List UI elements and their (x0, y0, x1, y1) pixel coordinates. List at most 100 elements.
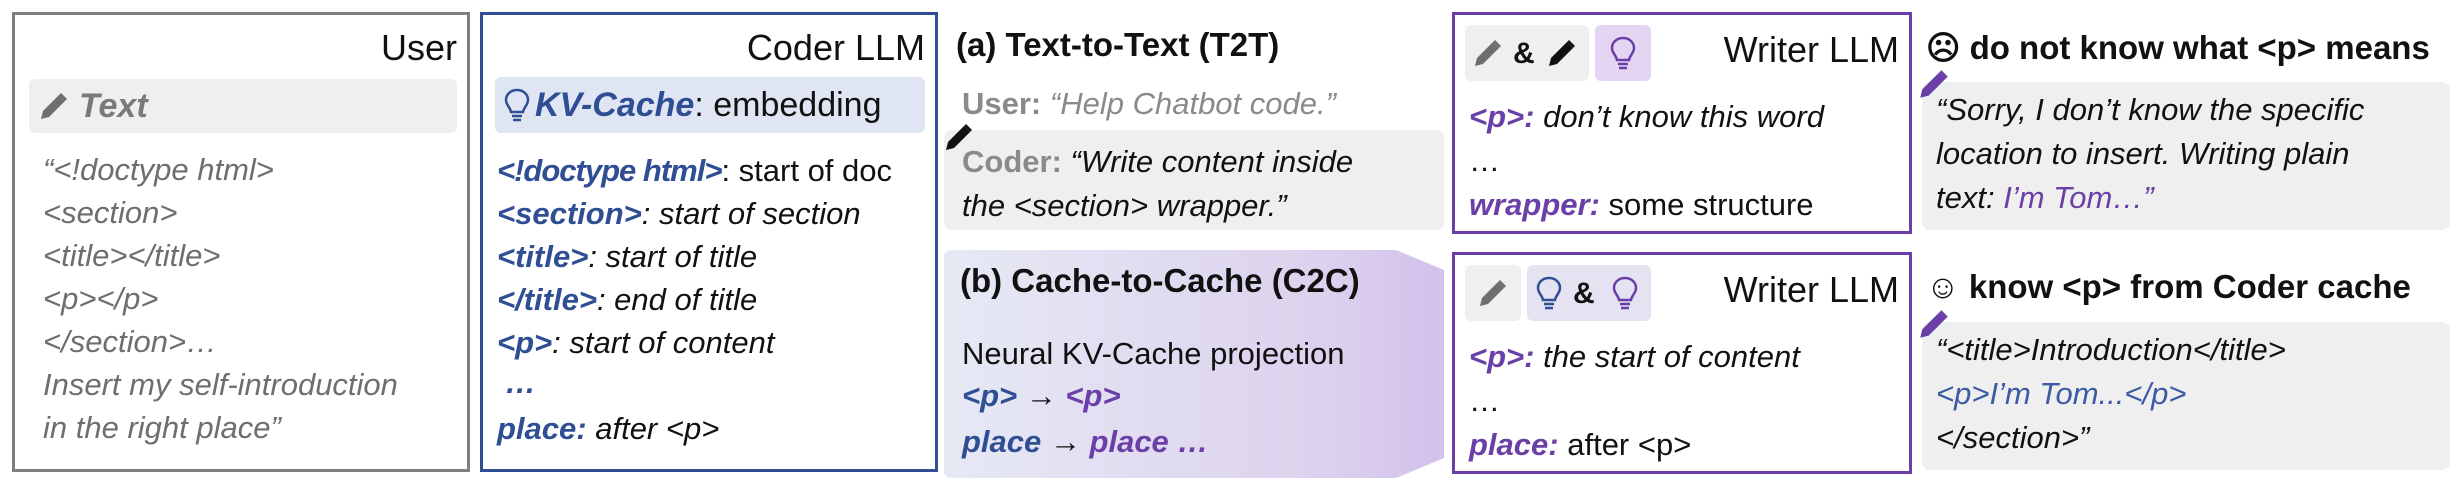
lightbulb-icon (503, 87, 531, 123)
pencil-icon (942, 120, 976, 154)
pencil-icon (1545, 36, 1579, 70)
user-panel-title: User (380, 27, 457, 68)
t2t-user-text: “Help Chatbot code.” (1049, 86, 1336, 121)
c2c-line1: Neural KV-Cache projection (962, 336, 1345, 371)
writer-bottom-row-tag: place: (1469, 427, 1559, 462)
coder-row-desc: : start of title (588, 239, 758, 274)
text-pill: Text (29, 79, 457, 133)
lightbulb-icon (1609, 35, 1637, 71)
pencil-icon (1476, 276, 1510, 310)
writer-bottom-tool-pill (1465, 265, 1521, 321)
t2t-coder-bubble (944, 130, 1444, 230)
output-top-line: “Sorry, I don’t know the specific (1936, 92, 2365, 127)
coder-row-tag: <title> (497, 239, 589, 274)
output-bottom-bubble (1922, 322, 2450, 470)
t2t-coder-text: “Write content inside (1070, 144, 1354, 179)
coder-row-tag: <section> (497, 196, 642, 231)
coder-panel: Coder LLM KV-Cache: embedding <!doctype … (480, 12, 938, 472)
user-prompt-line: Insert my self-introduction (43, 367, 398, 402)
lightbulb-icon (1611, 275, 1639, 311)
user-prompt-line: </section>… (43, 324, 218, 359)
writer-bottom-row-text: after <p> (1558, 427, 1692, 462)
writer-top-bulb-pill (1595, 25, 1651, 81)
coder-row-tag: … (505, 365, 536, 400)
user-prompt-line: “<!doctype html> (43, 152, 274, 187)
coder-row-desc: : start of content (552, 325, 775, 360)
kv-cache-rest: : embedding (694, 86, 882, 124)
output-bottom-heading-text: know <p> from Coder cache (1959, 268, 2411, 305)
lightbulb-icon (1535, 275, 1563, 311)
writer-top-row: <p>: don’t know this word (1469, 99, 1824, 135)
output-top-line: location to insert. Writing plain (1936, 136, 2350, 171)
coder-row-tag: </title> (497, 282, 597, 317)
coder-panel-title: Coder LLM (746, 27, 925, 68)
coder-row: <p>: start of content (497, 325, 774, 361)
writer-bottom-row: place: after <p> (1469, 427, 1691, 463)
output-bottom-line: </section>” (1936, 420, 2090, 455)
output-top-heading-text: do not know what <p> means (1960, 29, 2430, 66)
writer-top-row-tag: <p>: (1469, 99, 1535, 134)
coder-row: </title>: end of title (497, 282, 757, 318)
t2t-heading: (a) Text-to-Text (T2T) (956, 26, 1280, 63)
writer-top-tool-pill: & (1465, 25, 1589, 81)
coder-row-desc: : start of doc (721, 153, 893, 188)
frown-emoji-icon: ☹ (1926, 29, 1961, 66)
coder-row: … (505, 365, 536, 401)
c2c-map2-from: place (962, 424, 1042, 459)
t2t-user-label: User: (962, 86, 1042, 121)
coder-row: <section>: start of section (497, 196, 861, 232)
writer-top-row: … (1469, 143, 1500, 178)
pencil-icon (1471, 36, 1505, 70)
pencil-icon (1916, 66, 1952, 102)
writer-bottom-row: <p>: the start of content (1469, 339, 1800, 375)
writer-top-row: wrapper: some structure (1469, 187, 1814, 223)
writer-bottom-row: … (1469, 383, 1500, 418)
coder-row: <title>: start of title (497, 239, 757, 275)
text-pill-label: Text (79, 87, 148, 125)
t2t-coder-line: Coder: “Write content inside (962, 144, 1353, 180)
writer-bottom-title: Writer LLM (1723, 269, 1899, 310)
arrow-right-icon: → (1025, 378, 1057, 413)
coder-row-desc: after <p> (586, 411, 720, 446)
pencil-icon (1916, 306, 1952, 342)
smile-emoji-icon: ☺ (1926, 268, 1960, 305)
kv-cache-pill-text: KV-Cache: embedding (535, 86, 881, 125)
output-bottom-line: “<title>Introduction</title> (1936, 332, 2286, 367)
output-top-line3-plain: text: (1936, 180, 2004, 215)
writer-bottom-row-tag: <p>: (1469, 339, 1535, 374)
coder-row-tag: place: (497, 411, 587, 446)
coder-row: place: after <p> (497, 411, 719, 447)
c2c-map1-from: <p> (962, 378, 1018, 413)
user-prompt-line: in the right place” (43, 410, 281, 445)
coder-row: <!doctype html>: start of doc (497, 153, 892, 189)
ampersand: & (1573, 277, 1595, 310)
c2c-map1: <p> → <p> (962, 378, 1121, 414)
coder-row-desc: : start of section (641, 196, 861, 231)
ampersand: & (1513, 37, 1535, 70)
kv-cache-pill: KV-Cache: embedding (495, 77, 925, 133)
writer-bottom-bulb-pill: & (1527, 265, 1651, 321)
c2c-gradient-band (944, 250, 1444, 478)
output-top-heading: ☹ do not know what <p> means (1926, 28, 2430, 67)
writer-panel-top: & Writer LLM <p>: don’t know this word …… (1452, 12, 1912, 234)
kv-cache-key: KV-Cache (535, 86, 695, 124)
output-top-line3-purple: I’m Tom…” (2003, 180, 2154, 215)
pencil-icon (37, 89, 71, 123)
c2c-map1-to: <p> (1065, 378, 1121, 413)
output-bottom-heading: ☺ know <p> from Coder cache (1926, 268, 2411, 306)
coder-row-desc: : end of title (596, 282, 758, 317)
c2c-heading: (b) Cache-to-Cache (C2C) (960, 262, 1360, 299)
t2t-user-line: User: “Help Chatbot code.” (962, 86, 1336, 122)
user-prompt-line: <title></title> (43, 238, 221, 273)
t2t-coder-text: the <section> wrapper.” (962, 188, 1287, 223)
coder-row-tag: <p> (497, 325, 553, 360)
c2c-map2: place → place … (962, 424, 1208, 460)
writer-top-title: Writer LLM (1723, 29, 1899, 70)
writer-top-row-text: don’t know this word (1534, 99, 1824, 134)
output-top-line: text: I’m Tom…” (1936, 180, 2154, 216)
writer-panel-bottom: & Writer LLM <p>: the start of content …… (1452, 252, 1912, 474)
user-prompt-line: <p></p> (43, 281, 159, 316)
output-top-bubble (1922, 82, 2450, 230)
user-panel: User Text “<!doctype html> <section> <ti… (12, 12, 470, 472)
output-bottom-line: <p>I’m Tom...</p> (1936, 376, 2187, 411)
